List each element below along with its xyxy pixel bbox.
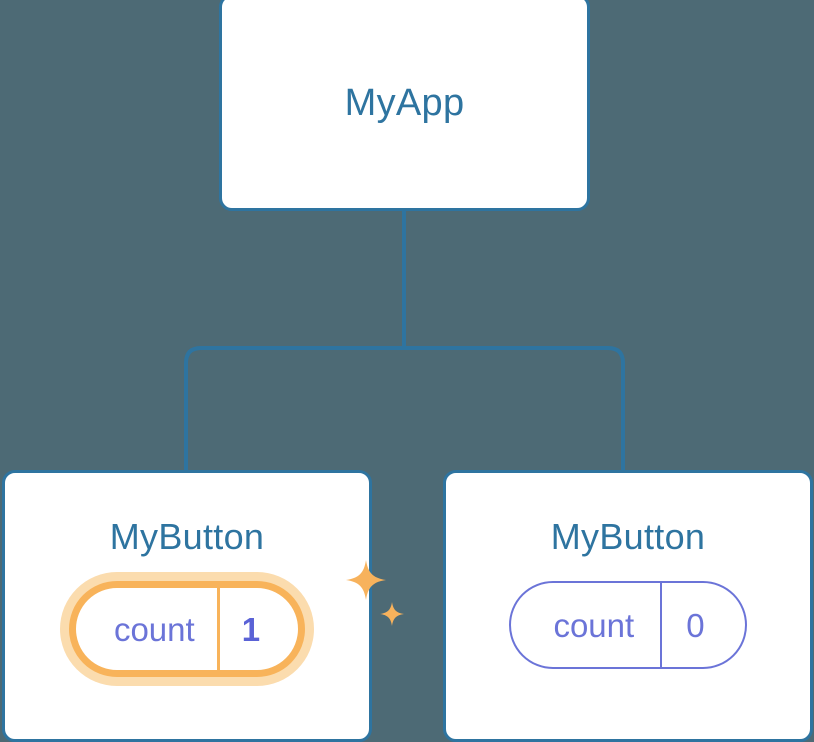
state-pill-right-divider: [660, 583, 663, 667]
node-mybutton-right[interactable]: MyButton count 0: [443, 470, 813, 742]
state-pill-left-divider: [216, 588, 220, 670]
state-pill-left-value: 1: [241, 610, 261, 648]
connector-child-bus: [184, 346, 625, 470]
state-pill-right-key: count: [553, 606, 635, 644]
node-mybutton-left[interactable]: MyButton count 1: [2, 470, 404, 742]
sparkle-four-point-small-icon: [379, 601, 405, 627]
state-pill-right[interactable]: count 0: [509, 581, 747, 669]
state-pill-left[interactable]: count 1: [68, 581, 306, 677]
state-pill-right-value: 0: [686, 606, 705, 644]
state-pill-left-wrap: count 1: [59, 560, 404, 686]
sparkle-four-point-icon: [345, 559, 387, 601]
node-myapp[interactable]: MyApp: [219, 0, 590, 211]
node-myapp-title: MyApp: [344, 81, 465, 124]
state-pill-left-key: count: [113, 610, 195, 648]
node-mybutton-left-title: MyButton: [109, 516, 265, 557]
state-pill-right-wrap: count 0: [509, 581, 747, 669]
node-mybutton-right-title: MyButton: [550, 516, 706, 557]
